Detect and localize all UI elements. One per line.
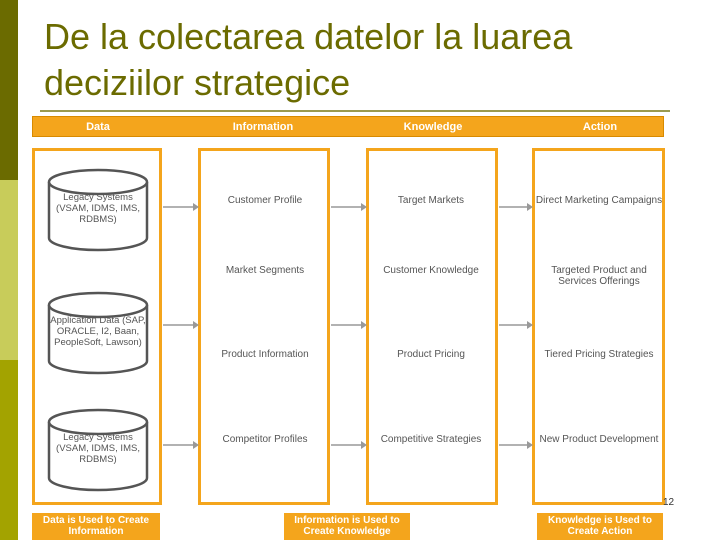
arrow-right-icon — [163, 441, 199, 449]
arrow-right-icon — [499, 203, 533, 211]
arrow-right-icon — [331, 441, 367, 449]
page-number: 12 — [663, 497, 675, 508]
arrow-right-icon — [331, 321, 367, 329]
header-data: Data — [86, 121, 110, 133]
database-icon — [47, 408, 149, 492]
header-knowledge: Knowledge — [403, 121, 463, 133]
database-label: Application Data (SAP, ORACLE, I2, Baan,… — [50, 315, 146, 348]
slide-title: De la colectarea datelor la luarea deciz… — [44, 16, 573, 103]
database-legacy-1: Legacy Systems (VSAM, IDMS, IMS, RDBMS) — [47, 168, 149, 252]
database-label: Legacy Systems (VSAM, IDMS, IMS, RDBMS) — [56, 432, 140, 465]
arrow-right-icon — [331, 203, 367, 211]
arrow-right-icon — [163, 321, 199, 329]
info-item: Competitor Profiles — [222, 434, 308, 445]
knowledge-item: Competitive Strategies — [380, 434, 482, 445]
database-legacy-2: Legacy Systems (VSAM, IDMS, IMS, RDBMS) — [47, 408, 149, 492]
knowledge-item: Customer Knowledge — [383, 265, 479, 276]
title-divider — [40, 110, 670, 112]
column-action — [532, 148, 665, 505]
decor-band-middle — [0, 180, 18, 360]
footer-knowledge-to-action: Knowledge is Used to Create Action — [537, 513, 663, 540]
info-item: Market Segments — [225, 265, 305, 276]
column-information — [198, 148, 330, 505]
arrow-right-icon — [499, 321, 533, 329]
info-item: Customer Profile — [227, 195, 303, 206]
decor-band-top — [0, 0, 18, 180]
info-item: Product Information — [221, 349, 309, 360]
column-knowledge — [366, 148, 498, 505]
action-item: Targeted Product and Services Offerings — [551, 265, 647, 287]
arrow-right-icon — [163, 203, 199, 211]
action-item: Tiered Pricing Strategies — [544, 349, 654, 360]
database-application: Application Data (SAP, ORACLE, I2, Baan,… — [47, 291, 149, 375]
action-item: New Product Development — [539, 434, 659, 445]
action-item: Direct Marketing Campaigns — [535, 195, 663, 206]
database-icon — [47, 291, 149, 375]
knowledge-item: Target Markets — [397, 195, 465, 206]
knowledge-item: Product Pricing — [397, 349, 465, 360]
header-information: Information — [232, 121, 294, 133]
database-icon — [47, 168, 149, 252]
arrow-right-icon — [499, 441, 533, 449]
database-label: Legacy Systems (VSAM, IDMS, IMS, RDBMS) — [56, 192, 140, 225]
header-action: Action — [582, 121, 618, 133]
footer-data-to-information: Data is Used to Create Information — [32, 513, 160, 540]
column-header-bar: Data Information Knowledge Action — [32, 116, 664, 137]
decor-band-bottom — [0, 360, 18, 540]
footer-information-to-knowledge: Information is Used to Create Knowledge — [284, 513, 410, 540]
